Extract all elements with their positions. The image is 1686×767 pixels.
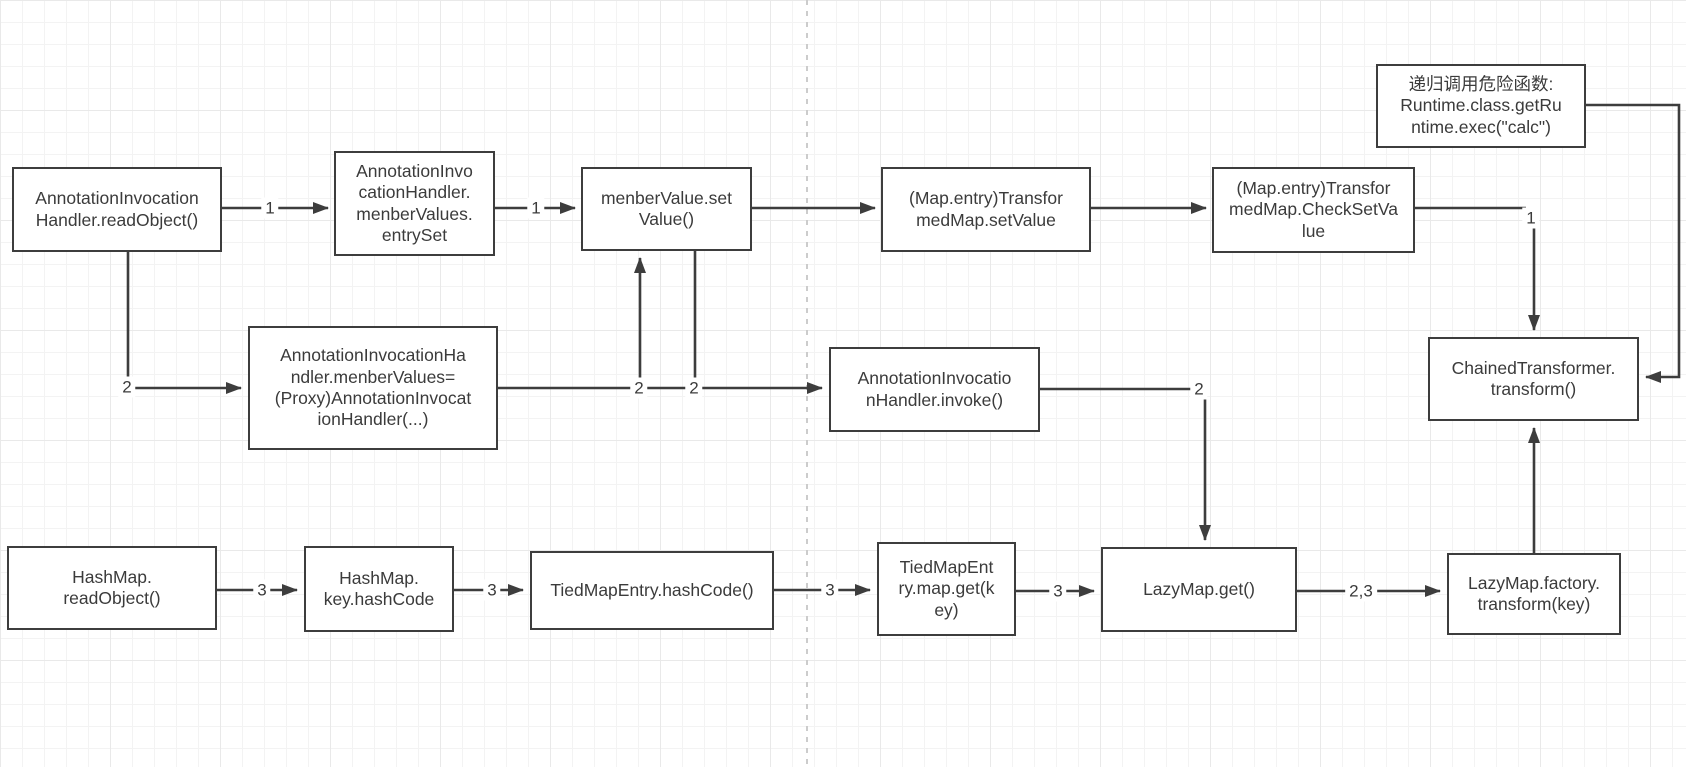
- node-tiedmapentry-hashcode: TiedMapEntry.hashCode(): [530, 551, 774, 630]
- node-annotationinvocationhandler-invoke: AnnotationInvocatio nHandler.invoke(): [829, 347, 1040, 432]
- connector-invoke-lazymapget: [1040, 387, 1211, 541]
- edge-label-23-lazymapget-factory: 2,3: [1345, 580, 1377, 602]
- node-transformedmap-checksetvalue: (Map.entry)Transfor medMap.CheckSetVa lu…: [1212, 167, 1415, 253]
- edge-label-3-hashcode-tiedhashcode: 3: [483, 579, 501, 601]
- node-lazymap-get: LazyMap.get(): [1101, 547, 1297, 632]
- node-membervalues-entryset: AnnotationInvo cationHandler. menberValu…: [334, 151, 495, 256]
- connector-danger-chainedtransformer: [1586, 103, 1681, 383]
- node-proxy-annotationinvocationhandler: AnnotationInvocationHa ndler.menberValue…: [248, 326, 498, 450]
- edge-label-2-setvalue-invoke: 2: [685, 377, 703, 399]
- edge-label-3-tiedhashcode-tiedget: 3: [821, 579, 839, 601]
- node-dangerous-function-runtime-exec: 递归调用危险函数: Runtime.class.getRu ntime.exec…: [1376, 64, 1586, 148]
- edge-label-1-checksetvalue-chained: 1: [1522, 207, 1540, 229]
- edge-label-1-readobject-entryset: 1: [261, 197, 279, 219]
- connector-readobject-proxy: [126, 252, 242, 394]
- node-hashmap-key-hashcode: HashMap. key.hashCode: [304, 546, 454, 632]
- node-chainedtransformer-transform: ChainedTransformer. transform(): [1428, 337, 1639, 421]
- edge-label-3-hashmap-hashcode: 3: [253, 579, 271, 601]
- edge-label-3-tiedget-lazymapget: 3: [1049, 580, 1067, 602]
- node-transformedmap-setvalue: (Map.entry)Transfor medMap.setValue: [881, 167, 1091, 252]
- node-lazymap-factory-transform: LazyMap.factory. transform(key): [1447, 553, 1621, 635]
- edge-label-1-entryset-setvalue: 1: [527, 197, 545, 219]
- node-membervalue-setvalue: menberValue.set Value(): [581, 167, 752, 251]
- node-tiedmapentry-map-get: TiedMapEnt ry.map.get(k ey): [877, 542, 1016, 636]
- edge-label-2-readobject-proxy: 2: [118, 376, 136, 398]
- node-annotationinvocationhandler-readobject: AnnotationInvocation Handler.readObject(…: [12, 167, 222, 252]
- edge-label-2-invoke-lazymapget: 2: [1190, 378, 1208, 400]
- edge-label-2-proxy-setvalue: 2: [630, 377, 648, 399]
- node-hashmap-readobject: HashMap. readObject(): [7, 546, 217, 630]
